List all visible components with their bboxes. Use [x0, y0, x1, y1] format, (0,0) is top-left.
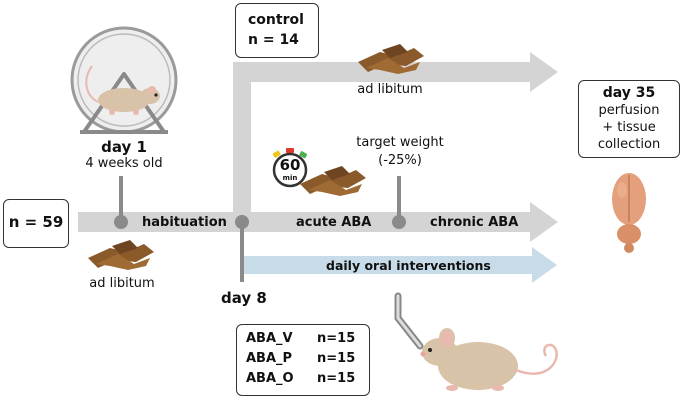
food-pellets-icon: [300, 166, 366, 196]
group-name-p: ABA_P: [246, 351, 293, 366]
groups-box: ABA_V n=15 ABA_P n=15 ABA_O n=15: [236, 324, 370, 396]
endpoint-perfusion-label: perfusion: [598, 103, 660, 118]
ad-libitum-bottom-label: ad libitum: [89, 276, 155, 291]
endpoint-day-label: day 35: [602, 85, 656, 101]
day8-marker-dot: [235, 215, 249, 229]
day8-label: day 8: [221, 289, 267, 307]
food-pellets-icon: [88, 240, 154, 270]
group-n-o: n=15: [317, 371, 356, 386]
timer-unit: min: [282, 174, 298, 182]
control-label: control: [248, 12, 304, 28]
interventions-arrow: [243, 247, 557, 283]
timer-icon: [272, 148, 308, 188]
target-weight-label: target weight: [356, 135, 444, 150]
chronic-aba-label: chronic ABA: [430, 215, 519, 230]
timer-value: 60: [279, 156, 301, 174]
control-branch-arrow: [233, 52, 558, 225]
target-weight-marker-dot: [392, 215, 406, 229]
ad-libitum-top-label: ad libitum: [357, 82, 423, 97]
day1-marker-dot: [114, 215, 128, 229]
group-n-p: n=15: [317, 351, 356, 366]
group-name-o: ABA_O: [246, 371, 294, 386]
target-weight-value: (-25%): [378, 153, 422, 168]
group-name-v: ABA_V: [246, 331, 293, 346]
control-n-label: n = 14: [248, 32, 299, 48]
control-group-box: control n = 14: [235, 3, 319, 58]
start-group-box: n = 59: [3, 199, 69, 248]
endpoint-tissue-label: + tissue: [602, 120, 656, 135]
day1-title: day 1: [101, 138, 147, 156]
endpoint-collection-label: collection: [597, 137, 661, 152]
running-wheel-mouse-icon: [70, 26, 178, 134]
habituation-label: habituation: [142, 215, 227, 230]
drinking-spout-icon: [394, 292, 424, 350]
food-pellets-icon: [358, 44, 424, 74]
start-group-label: n = 59: [8, 213, 64, 231]
main-timeline-arrow: [78, 202, 558, 242]
endpoint-box: day 35 perfusion + tissue collection: [578, 80, 680, 158]
day1-subtitle: 4 weeks old: [85, 156, 163, 171]
acute-aba-label: acute ABA: [296, 215, 372, 230]
group-n-v: n=15: [317, 331, 356, 346]
mouse-drinking-icon: [420, 328, 558, 391]
brain-icon: [612, 173, 646, 253]
interventions-label: daily oral interventions: [326, 258, 491, 273]
